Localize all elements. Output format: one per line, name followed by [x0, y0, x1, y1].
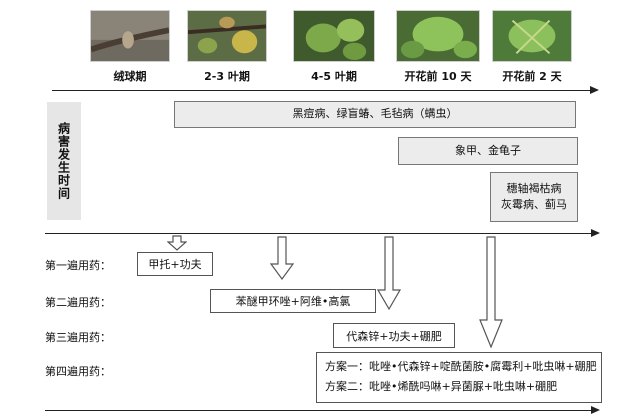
bottom-timeline: [45, 410, 593, 411]
stage-label-4-5-leaf: 4-5 叶期: [311, 70, 357, 83]
spray-timeline: [45, 233, 593, 234]
stage-timeline: [52, 90, 592, 91]
spray-1-arrow: [167, 235, 187, 251]
disease-bar-2: 象甲、金龟子: [398, 137, 578, 165]
bottom-timeline-arrowhead: [591, 406, 600, 414]
photo-2-days-before-bloom: [492, 10, 572, 62]
spray-4-arrow: [479, 236, 503, 348]
stage-timeline-arrowhead: [590, 86, 599, 94]
spray-3-plan: 代森锌+功夫+硼肥: [333, 323, 455, 348]
stage-label-bud: 绒球期: [113, 70, 147, 83]
disease-period-label: 病害发生时间: [47, 102, 81, 220]
photo-2-3-leaf: [187, 10, 267, 62]
photo-10-days-before-bloom: [396, 10, 480, 62]
stage-label-2-days: 开花前 2 天: [502, 70, 562, 83]
spray-2-arrow: [270, 236, 294, 280]
spray-3-label: 第三遍用药：: [45, 331, 111, 344]
disease-bar-3-line1: 穗轴褐枯病: [506, 181, 562, 195]
spray-4-plans: 方案一：吡唑•代森锌+啶酰菌胺•腐霉利+吡虫啉+硼肥 方案二：吡唑•烯酰吗啉+异…: [316, 352, 602, 403]
spray-2-plan: 苯醚甲环唑+阿维•高氯: [210, 289, 376, 313]
photo-bud-stage: [90, 10, 170, 62]
disease-bar-3-line2: 灰霉病、蓟马: [501, 198, 567, 211]
spray-2-label: 第二遍用药：: [45, 296, 111, 309]
spray-4-label: 第四遍用药：: [45, 365, 111, 378]
photo-4-5-leaf: [293, 10, 375, 62]
disease-bar-1: 黑痘病、绿盲蝽、毛毡病（螨虫）: [174, 101, 576, 128]
spray-1-label: 第一遍用药：: [45, 259, 111, 272]
disease-bar-3: 穗轴褐枯病 灰霉病、蓟马: [490, 172, 578, 222]
stage-label-10-days: 开花前 10 天: [404, 70, 472, 83]
spray-4-plan-a: 方案一：吡唑•代森锌+啶酰菌胺•腐霉利+吡虫啉+硼肥: [325, 360, 597, 373]
spray-3-arrow: [377, 236, 401, 310]
spray-1-plan: 甲托+功夫: [137, 252, 213, 276]
spray-4-plan-b: 方案二：吡唑•烯酰吗啉+异菌脲+吡虫啉+硼肥: [325, 380, 558, 393]
stage-label-2-3-leaf: 2-3 叶期: [204, 70, 250, 83]
spray-timeline-arrowhead: [591, 229, 600, 237]
